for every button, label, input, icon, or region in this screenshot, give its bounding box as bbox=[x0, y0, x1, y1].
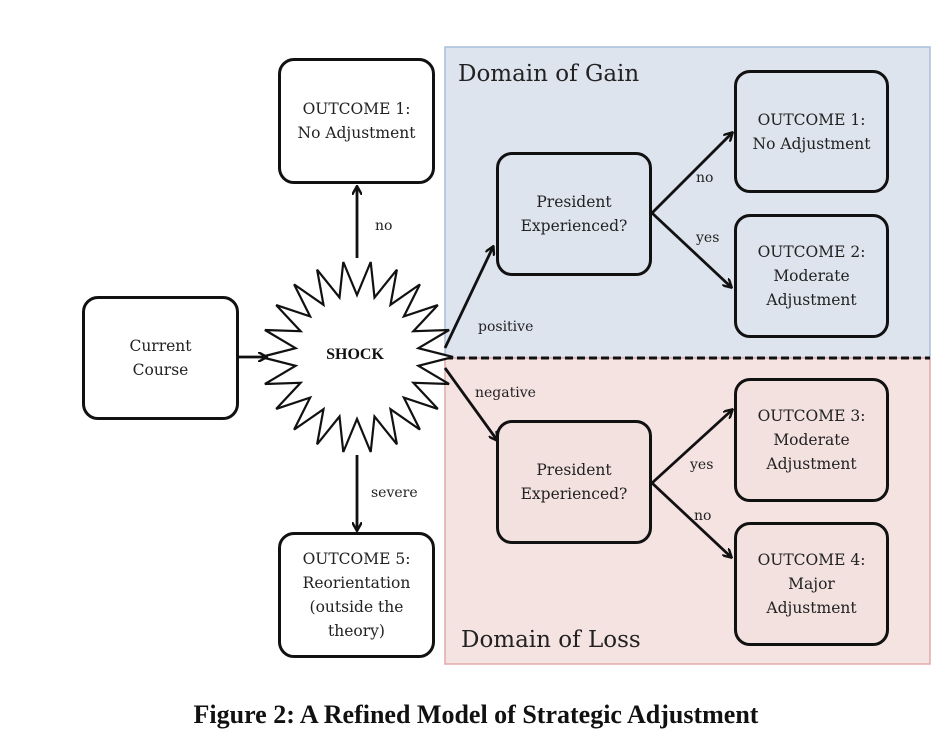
gain-outcome2-node: OUTCOME 2: Moderate Adjustment bbox=[734, 214, 889, 338]
outcome1-no-adjustment-node: OUTCOME 1: No Adjustment bbox=[278, 58, 435, 184]
loss-outcome4-node: OUTCOME 4: Major Adjustment bbox=[734, 522, 889, 646]
president-experienced-gain-node: President Experienced? bbox=[496, 152, 652, 276]
domain-gain-title: Domain of Gain bbox=[458, 61, 640, 87]
edge-label-positive: positive bbox=[478, 319, 534, 335]
edge-label-loss-no: no bbox=[694, 508, 712, 524]
figure-caption: Figure 2: A Refined Model of Strategic A… bbox=[193, 700, 759, 729]
current-course-node: Current Course bbox=[82, 296, 239, 420]
edge-label-shock-no: no bbox=[375, 218, 393, 234]
domain-loss-title: Domain of Loss bbox=[461, 627, 641, 653]
edge-label-severe: severe bbox=[371, 485, 418, 501]
arrow-loss-yes bbox=[651, 410, 732, 485]
gain-outcome1-node: OUTCOME 1: No Adjustment bbox=[734, 70, 889, 193]
edge-label-gain-no: no bbox=[696, 170, 714, 186]
arrow-gain-yes bbox=[651, 211, 731, 287]
edge-label-loss-yes: yes bbox=[690, 457, 714, 473]
edge-label-gain-yes: yes bbox=[696, 230, 720, 246]
president-experienced-loss-node: President Experienced? bbox=[496, 420, 652, 544]
edge-label-negative: negative bbox=[475, 385, 536, 401]
arrow-loss-no bbox=[651, 481, 731, 557]
arrow-positive bbox=[443, 247, 493, 349]
loss-outcome3-node: OUTCOME 3: Moderate Adjustment bbox=[734, 378, 889, 502]
arrow-gain-no bbox=[651, 133, 732, 214]
arrow-negative bbox=[443, 367, 497, 440]
shock-label: SHOCK bbox=[326, 346, 384, 363]
outcome5-reorientation-node: OUTCOME 5: Reorientation (outside the th… bbox=[278, 532, 435, 658]
